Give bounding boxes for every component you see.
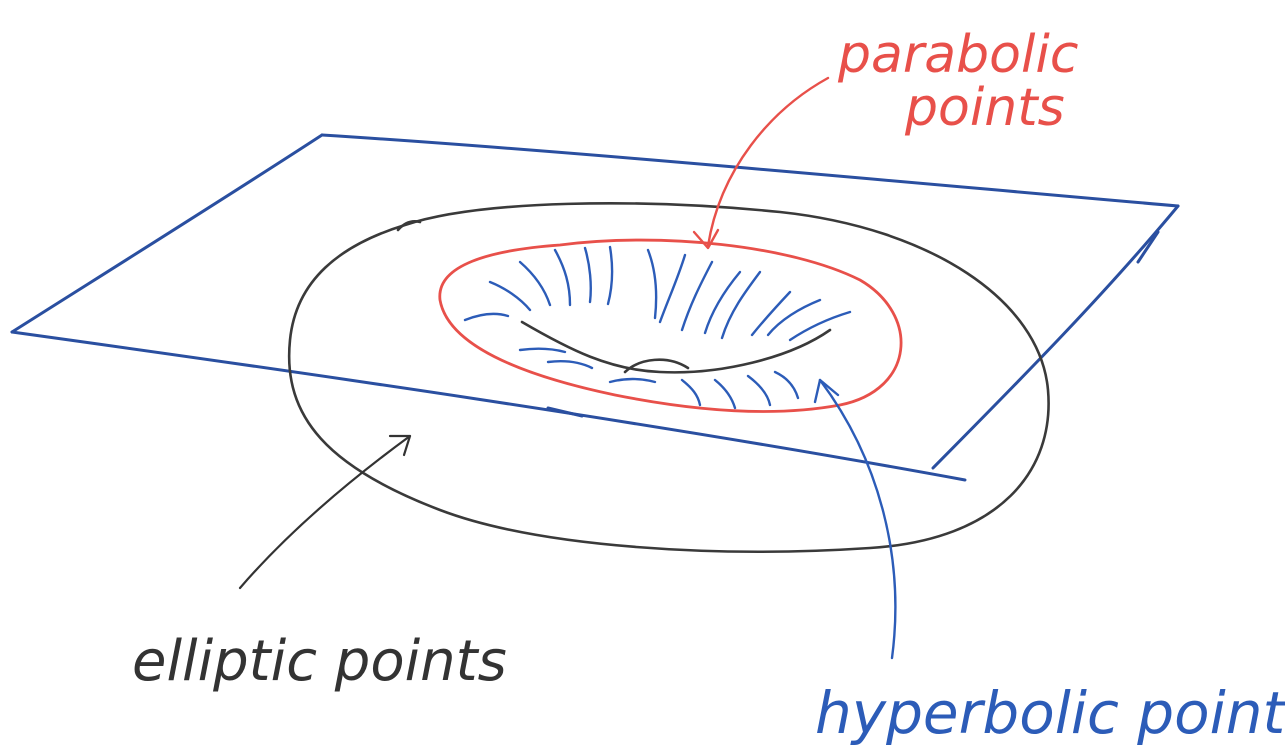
torus-outline-overlap <box>398 221 420 230</box>
elliptic-label: elliptic points <box>132 629 507 694</box>
hatch-line <box>722 272 760 338</box>
hatch-line <box>752 292 790 335</box>
torus-outline <box>289 203 1048 551</box>
parabolic-arrow-shaft <box>708 78 828 246</box>
hatch-line <box>682 262 712 330</box>
plane-right-edge <box>933 206 1178 468</box>
hatch-line <box>705 272 740 333</box>
plane-left-edge <box>12 135 322 332</box>
tangent-plane <box>12 135 1178 480</box>
arrows <box>240 78 895 658</box>
hatch-line <box>585 248 591 302</box>
hyperbolic-hatching <box>465 247 850 408</box>
parabolic-label-line1: parabolic <box>837 25 1078 85</box>
parabolic-curve <box>440 240 901 411</box>
hatch-line <box>520 349 565 352</box>
hyperbolic-arrow-shaft <box>820 380 895 658</box>
hatch-line <box>715 380 735 408</box>
torus <box>289 203 1048 551</box>
hyperbolic-label: hyperbolic points <box>815 679 1285 747</box>
hatch-line <box>648 250 656 318</box>
hatch-line <box>660 255 685 322</box>
hatch-line <box>682 380 700 405</box>
plane-right-edge-retrace <box>1138 232 1158 262</box>
hatch-line <box>490 282 530 310</box>
hatch-line <box>465 314 508 320</box>
hatch-line <box>748 376 770 405</box>
elliptic-arrow-shaft <box>240 436 410 588</box>
hatch-line <box>775 372 798 398</box>
hatch-line <box>608 247 612 304</box>
hatch-line <box>610 379 655 382</box>
hatch-line <box>555 250 570 305</box>
hatch-line <box>768 300 820 335</box>
hatch-line <box>520 262 550 305</box>
hatch-line <box>548 361 592 368</box>
parabolic-arrow-head <box>694 230 718 248</box>
parabolic-label-line2: points <box>904 78 1065 138</box>
torus-hole-back <box>522 322 830 372</box>
